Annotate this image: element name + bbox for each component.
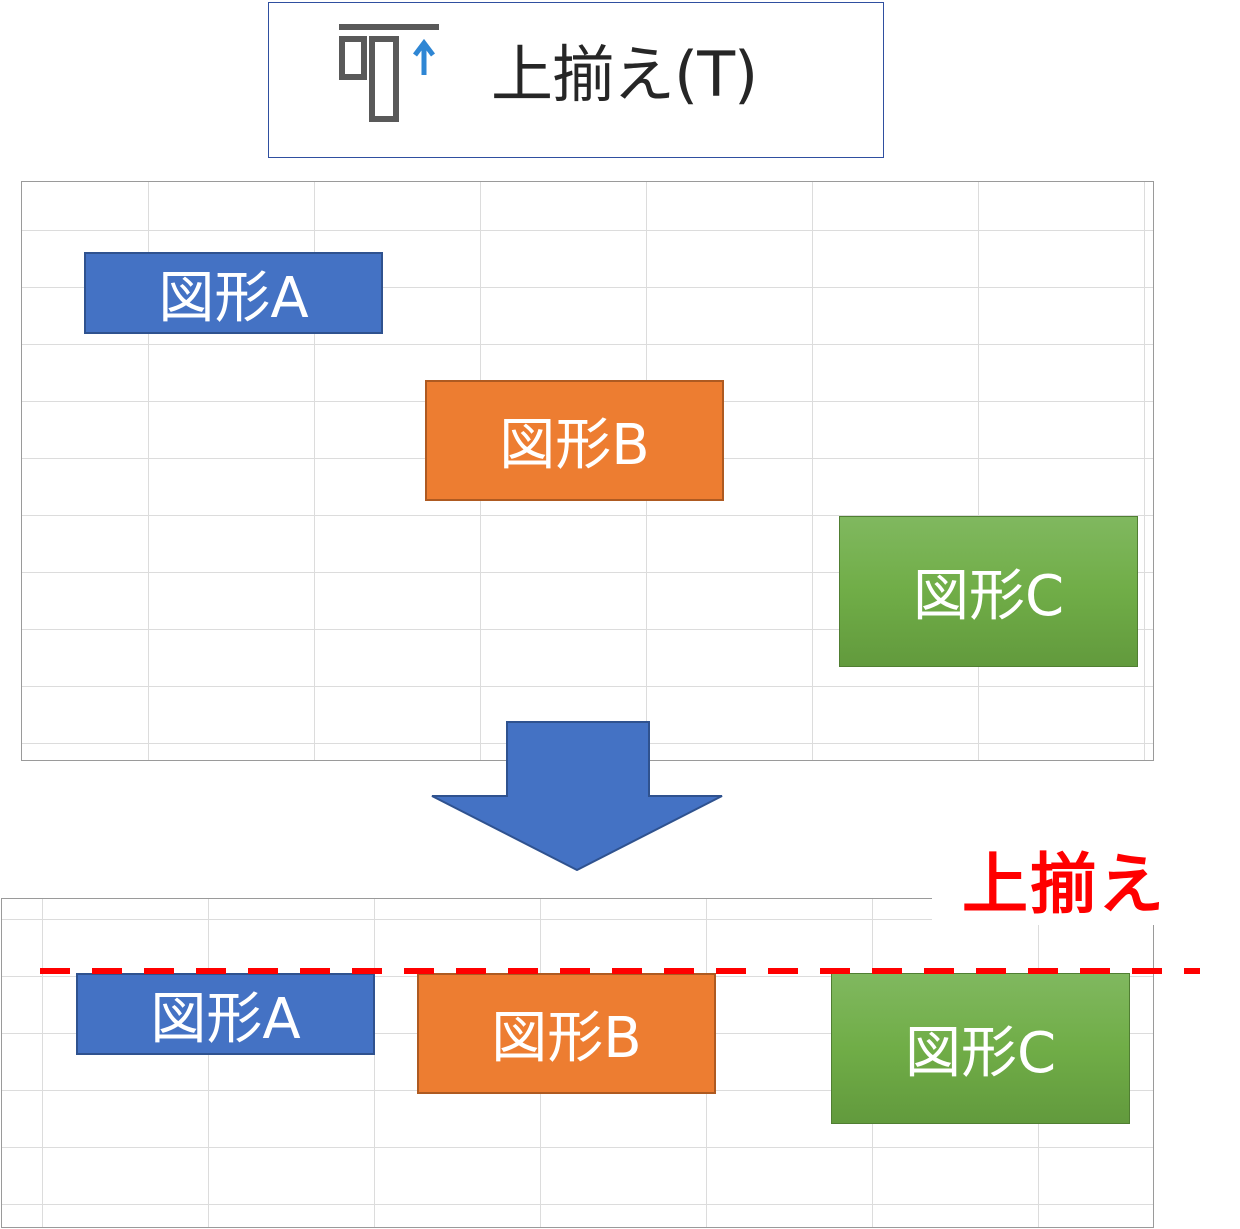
shape-b-after-label: 図形B [491,1006,642,1071]
top-alignment-guide-line [40,968,1200,974]
shape-b-before[interactable]: 図形B [425,380,724,501]
shape-c-after-label: 図形C [904,1021,1057,1086]
shape-a-after-label: 図形A [150,986,301,1052]
sheet-after: 図形A 図形B 図形C [1,898,1154,1228]
shape-c-before[interactable]: 図形C [839,516,1138,667]
align-top-menu-item[interactable]: 上揃え(T) [268,2,884,158]
shape-a-before[interactable]: 図形A [84,252,383,334]
shape-c-before-label: 図形C [912,564,1065,629]
down-arrow-icon [431,721,723,871]
align-top-label: 上揃え(T) [491,38,758,111]
shape-c-after[interactable]: 図形C [831,973,1130,1124]
shape-a-before-label: 図形A [158,265,309,331]
shape-b-after[interactable]: 図形B [417,973,716,1094]
align-top-icon [339,24,439,122]
result-label: 上揃え [932,845,1196,925]
shape-a-after[interactable]: 図形A [76,973,375,1055]
shape-b-before-label: 図形B [499,413,650,478]
sheet-before: 図形A 図形B 図形C [21,181,1154,761]
